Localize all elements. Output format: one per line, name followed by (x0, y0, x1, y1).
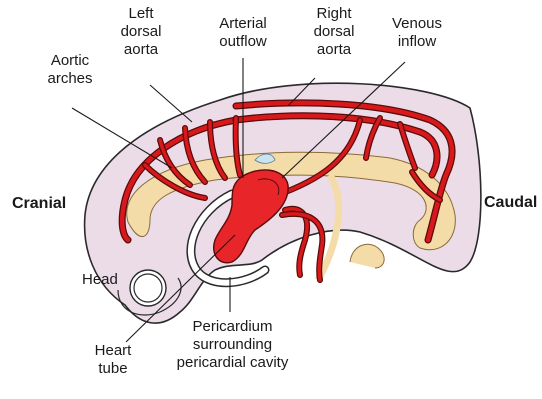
pericardium-label: Pericardium surrounding pericardial cavi… (160, 318, 305, 372)
aortic-arches-label: Aortic arches (40, 52, 100, 88)
head-label: Head (82, 271, 118, 289)
left-dorsal-aorta-label: Left dorsal aorta (115, 5, 167, 59)
arterial-outflow-label: Arterial outflow (205, 15, 281, 51)
head-circle (130, 270, 166, 306)
venous-inflow-label: Venous inflow (382, 15, 452, 51)
cranial-label: Cranial (12, 195, 66, 213)
heart-tube-label: Heart tube (88, 342, 138, 378)
caudal-label: Caudal (484, 194, 537, 212)
right-dorsal-aorta-label: Right dorsal aorta (308, 5, 360, 59)
caudal-gut-loop (350, 244, 384, 268)
